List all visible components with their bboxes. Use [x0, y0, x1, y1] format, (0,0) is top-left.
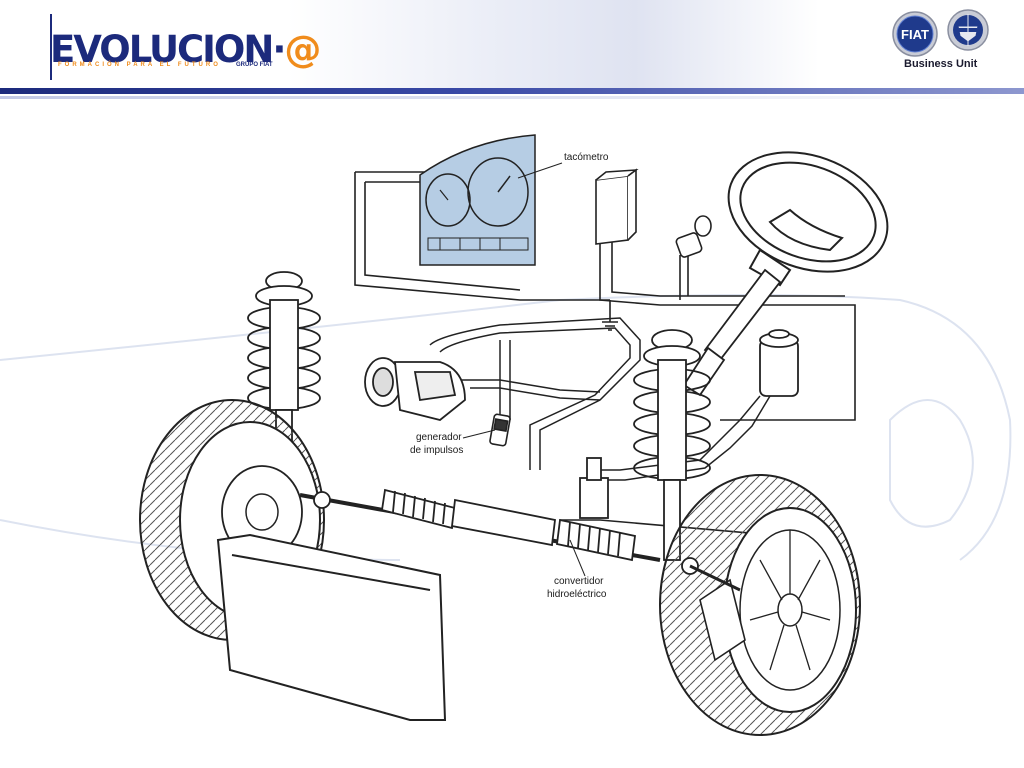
- control-unit: [595, 168, 639, 245]
- ignition-key: [675, 215, 712, 258]
- right-suspension-strut: [633, 329, 711, 561]
- converter-label-line1: convertidor: [554, 576, 604, 587]
- steering-column: [682, 268, 782, 397]
- fiat-logo-text: FIAT: [901, 27, 929, 42]
- pulse-generator-sensor: [489, 413, 511, 447]
- converter-label-line2: hidroeléctrico: [547, 589, 607, 600]
- hydraulic-lines: [429, 317, 771, 481]
- header-stripe: [0, 88, 1024, 94]
- business-unit-label: Business Unit: [904, 58, 978, 70]
- logo-tagline: FORMACIÓN PARA EL FUTURO: [58, 62, 221, 68]
- lancia-logo-icon: [947, 9, 989, 51]
- tachometer-label: tacómetro: [564, 152, 609, 163]
- steering-wheel: [727, 151, 889, 287]
- power-steering-pump: [364, 357, 466, 421]
- evolucion-logo: EVOLUCION·@: [50, 28, 321, 71]
- dashboard-instrument-cluster: [419, 134, 536, 266]
- header-stripe-light: [0, 96, 1024, 99]
- logo-at-sign: @: [284, 28, 321, 71]
- pulse-generator-label-line1: generador: [416, 432, 462, 443]
- logo-main-text: EVOLUCION·: [50, 28, 286, 71]
- fluid-reservoir: [759, 329, 799, 397]
- pulse-generator-label-line2: de impulsos: [410, 445, 464, 456]
- front-panel: [216, 533, 447, 721]
- fiat-logo-icon: FIAT: [892, 11, 938, 57]
- right-wheel: [659, 474, 861, 736]
- logo-divider: [50, 14, 52, 80]
- steering-rack: [299, 457, 741, 592]
- header-background: [0, 0, 1024, 88]
- logo-group: GRUPO FIAT: [236, 62, 273, 68]
- power-steering-diagram: [0, 134, 1012, 736]
- label-leaders: [462, 162, 586, 577]
